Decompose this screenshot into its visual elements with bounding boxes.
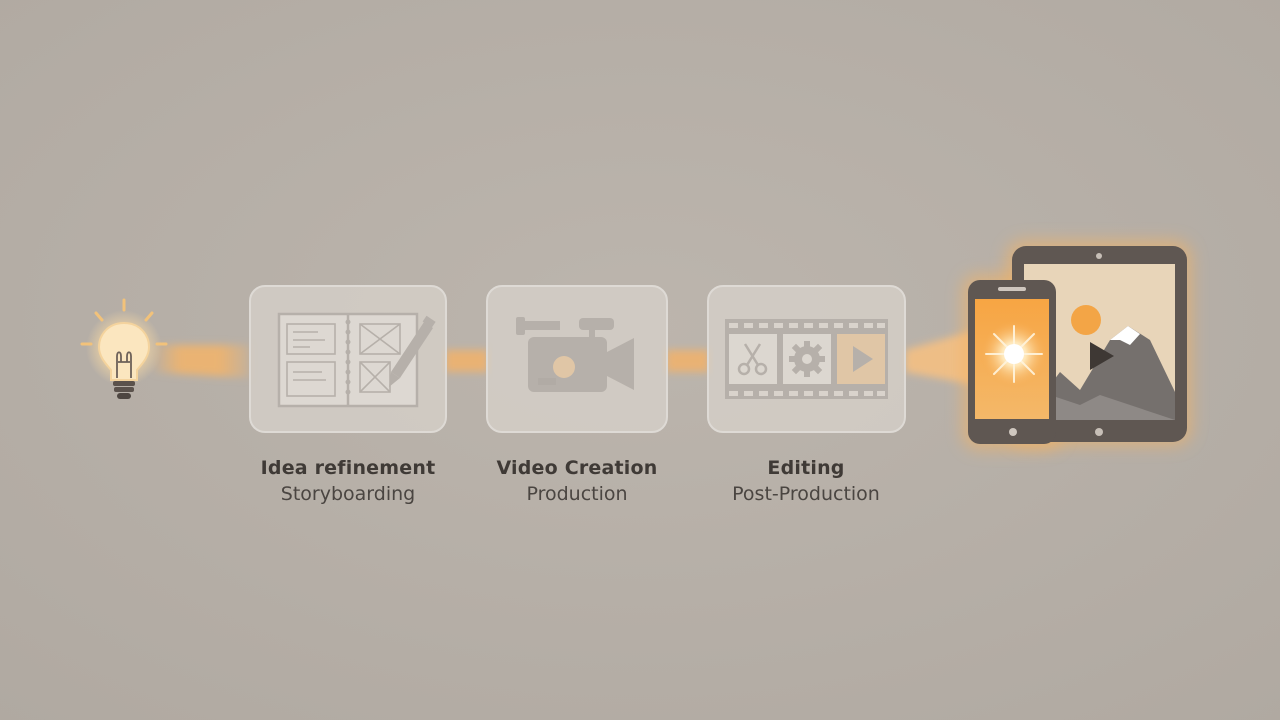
stage-title: Editing	[767, 457, 845, 479]
beam-video-to-editing	[666, 350, 709, 372]
stage-subtitle: Post-Production	[732, 483, 880, 505]
devices-icon	[962, 240, 1192, 450]
stage-label-2: Video Creation Production	[457, 455, 697, 507]
stage-box-storyboarding	[249, 285, 447, 433]
stage-label-3: Editing Post-Production	[686, 455, 926, 507]
beam-bulb-to-storyboard	[150, 345, 250, 378]
stage-box-production	[486, 285, 668, 433]
stage-label-1: Idea refinement Storyboarding	[228, 455, 468, 507]
stage-title: Idea refinement	[260, 457, 436, 479]
stage-subtitle: Storyboarding	[280, 483, 416, 505]
beam-storyboard-to-video	[445, 350, 488, 372]
stage-subtitle: Production	[526, 483, 628, 505]
stage-title: Video Creation	[496, 457, 658, 479]
stage-box-post-production	[707, 285, 906, 433]
lightbulb-icon	[80, 298, 168, 399]
phone-icon	[968, 280, 1056, 444]
